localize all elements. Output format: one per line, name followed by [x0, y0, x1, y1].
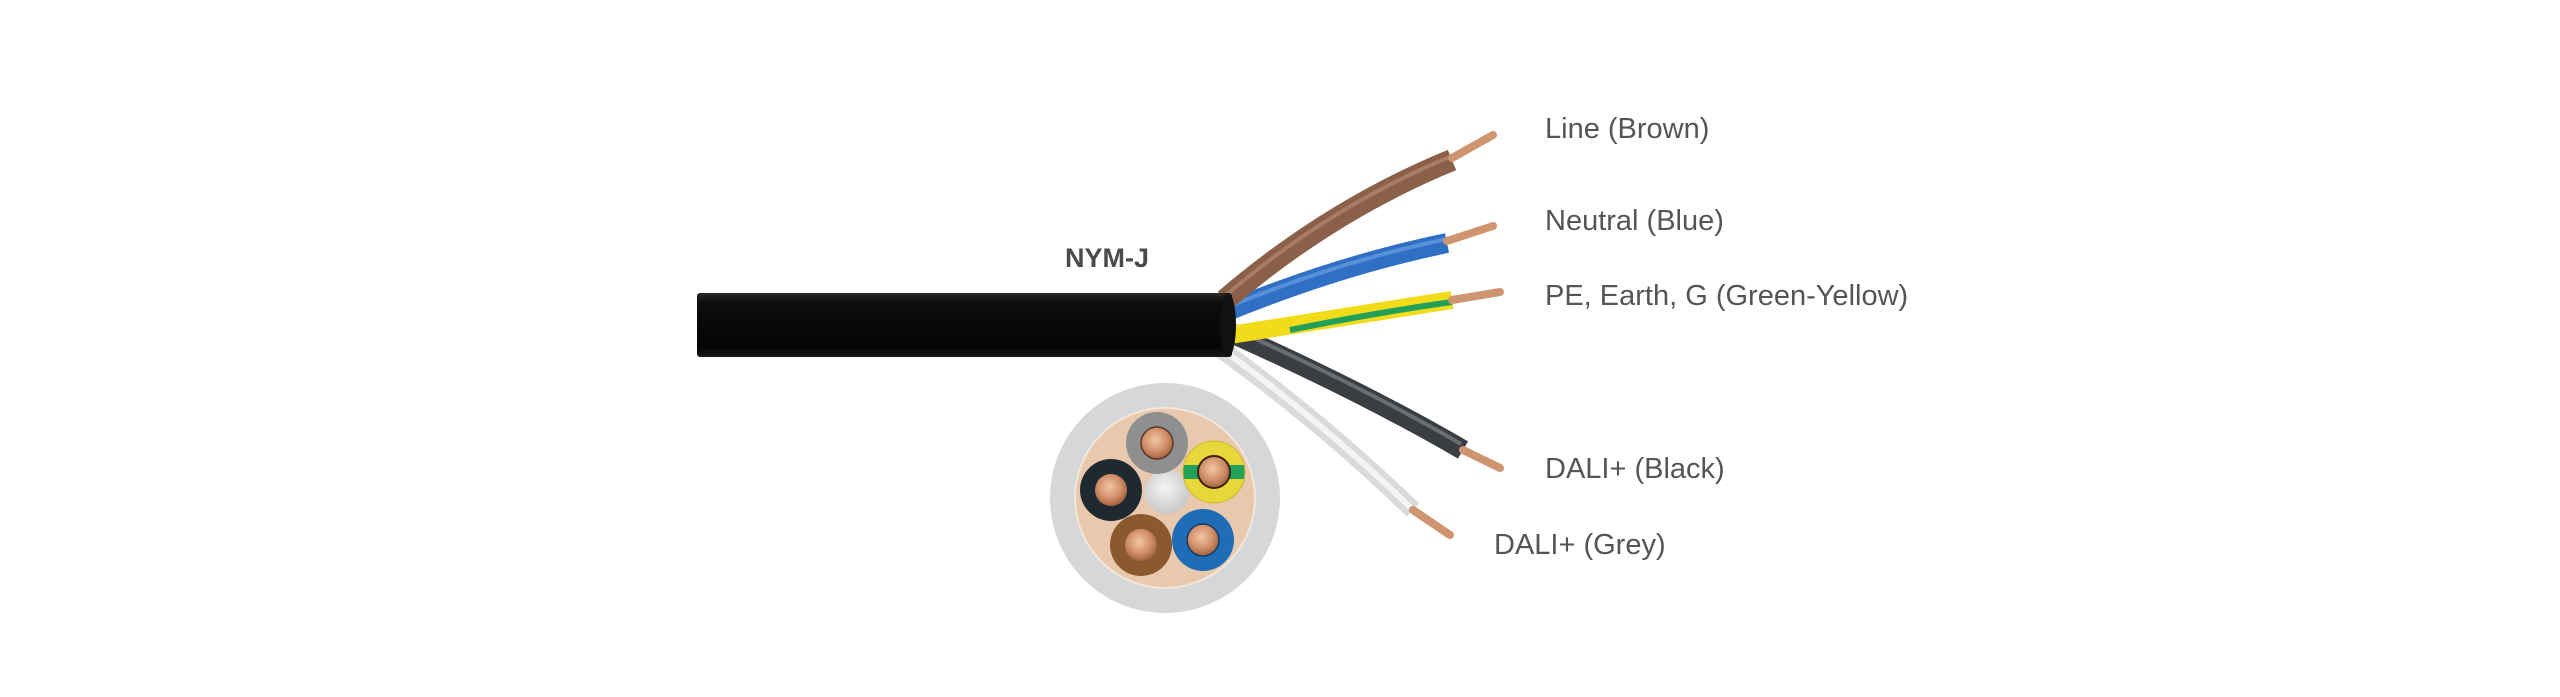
copper-tip-black	[1459, 446, 1504, 472]
cable-type-title: NYM-J	[1065, 243, 1150, 273]
copper-tip-pe	[1448, 288, 1504, 304]
conductor-grey	[1126, 412, 1188, 474]
cross-section-center-filler	[1145, 470, 1189, 514]
cable-sheath-end	[1220, 293, 1236, 357]
label-line: Line (Brown)	[1545, 113, 1710, 145]
copper-tip-grey	[1409, 506, 1454, 539]
wire-green-yellow	[1228, 288, 1504, 344]
wire-grey	[1209, 337, 1454, 539]
label-neutral: Neutral (Blue)	[1545, 205, 1724, 237]
cable-cross-section	[1050, 383, 1280, 613]
conductor-brown	[1110, 514, 1172, 576]
label-dali-grey: DALI+ (Grey)	[1494, 529, 1666, 561]
copper-tip-line	[1448, 131, 1497, 162]
label-pe: PE, Earth, G (Green-Yellow)	[1545, 280, 1909, 312]
label-dali-black: DALI+ (Black)	[1545, 453, 1725, 485]
wire-blue	[1221, 222, 1497, 322]
wire-brown	[1217, 131, 1497, 309]
conductor-black	[1080, 459, 1142, 521]
conductor-blue	[1172, 509, 1234, 571]
conductor-green-yellow	[1182, 440, 1246, 504]
cable-sheath	[697, 293, 1232, 357]
copper-tip-neutral	[1443, 222, 1497, 245]
